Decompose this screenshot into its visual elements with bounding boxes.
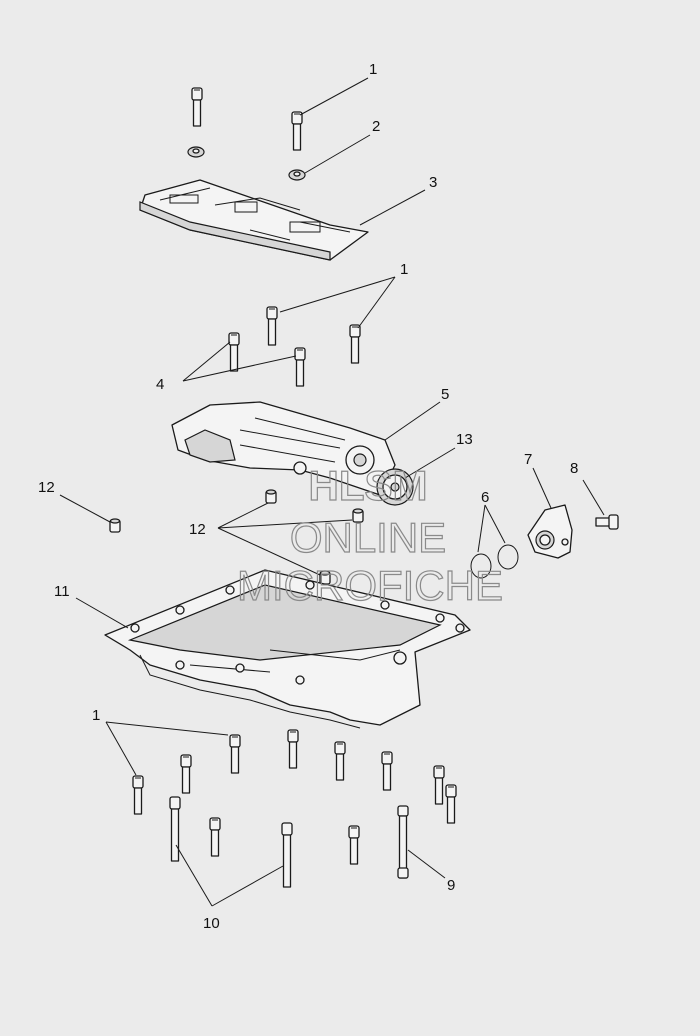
- callout-1-mid: 1: [400, 261, 408, 278]
- bolt-1-bottom-a: [229, 734, 241, 774]
- callout-2: 2: [372, 118, 380, 135]
- callout-5: 5: [441, 386, 449, 403]
- leader-lines: [59, 77, 605, 907]
- callout-6: 6: [481, 489, 489, 506]
- bolt-1-bottom-e: [180, 754, 192, 794]
- callout-9: 9: [447, 877, 455, 894]
- callout-11: 11: [54, 583, 70, 600]
- bolt-1-bottom-b: [287, 729, 299, 769]
- bolt-1-bottom-j: [348, 825, 360, 865]
- fitting-7: [527, 504, 573, 559]
- watermark-line-2: ONLINE: [290, 514, 446, 561]
- bolt-9: [397, 805, 409, 879]
- watermark-line-3: MICROFICHE: [237, 562, 503, 609]
- bolt-1-bottom-c: [334, 741, 346, 781]
- watermark-line-1: HLSM: [309, 462, 428, 509]
- gear-13: [376, 468, 414, 506]
- bolt-1-top-right: [291, 111, 303, 151]
- bolt-8: [595, 514, 619, 530]
- callout-8: 8: [570, 460, 578, 477]
- callout-12-mid: 12: [189, 521, 206, 538]
- bolt-1-bottom-g: [433, 765, 445, 805]
- callout-12-left: 12: [38, 479, 55, 496]
- bolt-1-bottom-h: [445, 784, 457, 824]
- dowel-12-mid-a: [265, 489, 277, 504]
- bolt-10-right: [281, 822, 293, 888]
- bolt-1-mid-left: [266, 306, 278, 346]
- o-rings-6: [470, 544, 519, 579]
- washer-2-left: [187, 146, 205, 158]
- bolt-4-right: [294, 347, 306, 387]
- callout-labels: 1 2 3 1 4 5 13 7 8 6 12 12 11 1 9 10: [38, 61, 578, 932]
- bolt-4-left: [228, 332, 240, 372]
- callout-10: 10: [203, 915, 220, 932]
- bolt-1-bottom-f: [132, 775, 144, 815]
- bolt-10-left: [169, 796, 181, 862]
- dowel-12-left: [109, 518, 121, 533]
- oil-pan-11: [104, 569, 471, 729]
- bolt-1-top-left: [191, 87, 203, 127]
- bolt-1-bottom-i: [209, 817, 221, 857]
- callout-13: 13: [456, 431, 473, 448]
- baffle-plate-3: [139, 179, 369, 261]
- bolt-1-mid-right: [349, 324, 361, 364]
- callout-1-top: 1: [369, 61, 377, 78]
- callout-1-bottom: 1: [92, 707, 100, 724]
- callout-3: 3: [429, 174, 437, 191]
- oil-pump-5: [171, 401, 396, 496]
- bolt-1-bottom-d: [381, 751, 393, 791]
- washer-2-right: [288, 169, 306, 181]
- callout-4: 4: [156, 376, 164, 393]
- watermark: HLSM ONLINE MICROFICHE: [236, 461, 503, 609]
- callout-7: 7: [524, 451, 532, 468]
